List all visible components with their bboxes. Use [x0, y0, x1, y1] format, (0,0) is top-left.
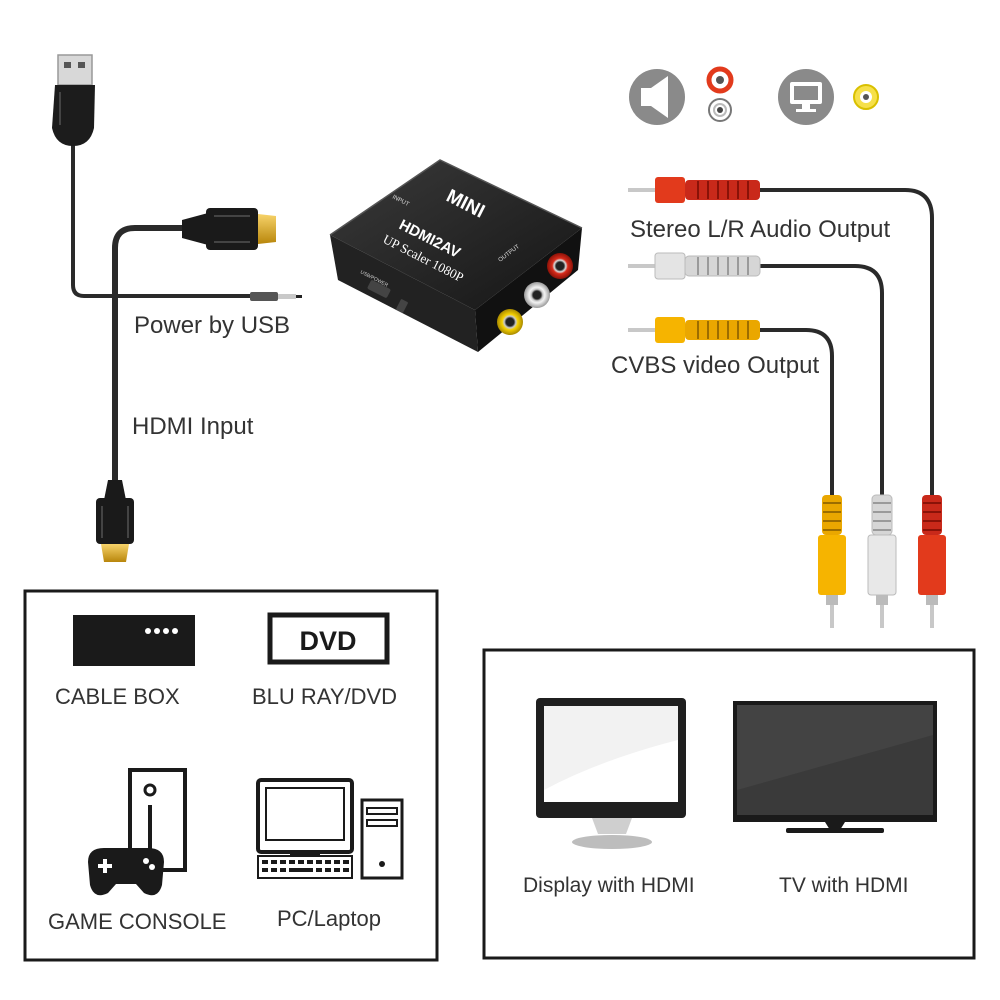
rca-plug-yellow-horizontal	[628, 317, 760, 343]
source-game-console-label: GAME CONSOLE	[48, 909, 227, 934]
rca-plug-yellow-vertical	[818, 495, 846, 628]
dvd-icon-text: DVD	[299, 626, 356, 656]
video-output-label: CVBS video Output	[611, 352, 820, 379]
converter-rca-white-jack	[524, 282, 550, 308]
power-by-usb-label: Power by USB	[134, 312, 291, 339]
hdmi-cable	[112, 225, 200, 495]
game-console-icon	[88, 768, 187, 896]
tv-icon	[733, 701, 937, 833]
hdmi-plug-top-icon	[182, 208, 276, 250]
source-cable-box-label: CABLE BOX	[55, 684, 180, 709]
display-monitor-icon	[536, 698, 686, 849]
cable-box-icon	[73, 615, 195, 666]
converter-port-usb	[367, 280, 408, 313]
pc-icon	[256, 778, 404, 880]
source-bluray-dvd-label: BLU RAY/DVD	[252, 684, 398, 709]
rca-plug-white-horizontal	[628, 252, 761, 280]
hdmi-plug-bottom-icon	[96, 480, 134, 562]
source-pc-laptop-label: PC/Laptop	[277, 906, 381, 931]
hdmi-input-label: HDMI Input	[132, 413, 254, 440]
audio-jack-red-icon	[706, 66, 734, 94]
video-jack-yellow-icon	[853, 84, 879, 110]
audio-jack-white-icon	[708, 98, 732, 122]
usb-plug-icon	[52, 54, 95, 146]
audio-output-label: Stereo L/R Audio Output	[630, 216, 891, 243]
converter-rca-red-jack	[547, 253, 573, 279]
rca-plug-white-vertical	[867, 494, 897, 628]
rca-plug-red-horizontal	[628, 177, 760, 203]
rca-cables	[760, 188, 934, 498]
dvd-icon	[267, 612, 390, 665]
monitor-icon	[778, 69, 834, 125]
tv-hdmi-label: TV with HDMI	[779, 874, 909, 897]
usb-cable	[71, 140, 302, 301]
rca-plug-red-vertical	[918, 495, 946, 628]
display-hdmi-label: Display with HDMI	[523, 874, 695, 897]
converter-rca-yellow-jack	[497, 309, 523, 335]
speaker-icon	[629, 69, 685, 125]
